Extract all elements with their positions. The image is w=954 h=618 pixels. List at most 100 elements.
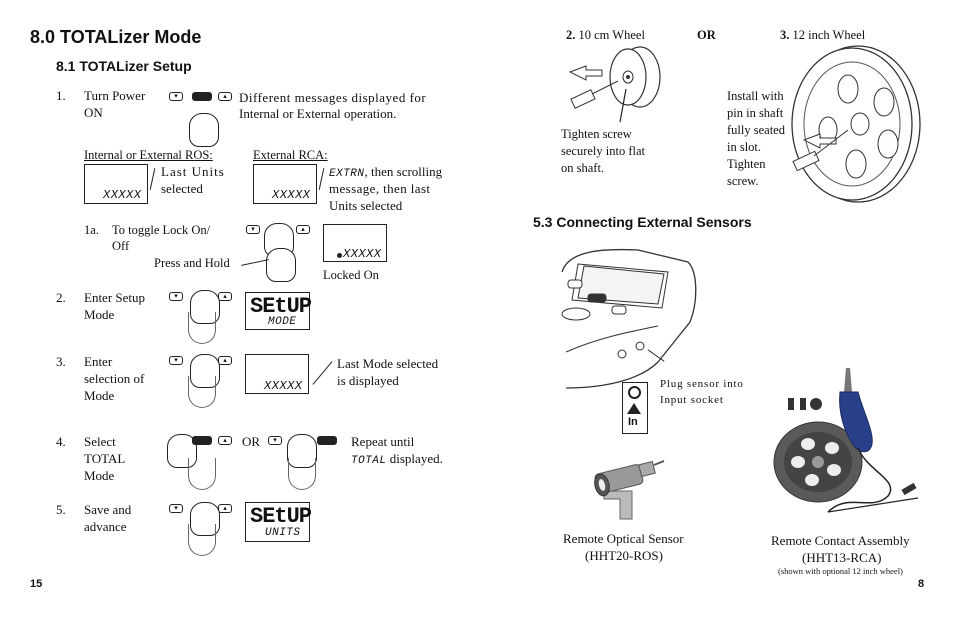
lock-press-text: Press and Hold (154, 256, 230, 270)
wheel-12-label: 12 inch Wheel (792, 28, 866, 42)
external-lcd-text: XXXXX (272, 188, 311, 202)
wheel-10cm-illustration (568, 46, 661, 123)
down-key-icon: ▾ (169, 92, 183, 101)
optical-sensor-image (594, 460, 665, 520)
in-label: In (628, 416, 638, 428)
locked-lcd: XXXXX (323, 224, 387, 262)
step-4-or: OR (242, 434, 261, 449)
step-1-number: 1. (56, 88, 66, 103)
up-key-icon: ▴ (218, 356, 232, 365)
external-desc-lcd: EXTRN (329, 168, 365, 180)
install-line: screw. (727, 174, 759, 188)
callout-line (149, 168, 156, 190)
locked-caption: Locked On (323, 268, 379, 282)
internal-desc-a: Last Units (161, 164, 225, 179)
step-4-text-b: TOTAL (84, 451, 126, 466)
mode-lcd-text: XXXXX (264, 379, 303, 393)
section-title: 8.0 TOTALizer Mode (30, 27, 202, 47)
step-5-text-b: advance (84, 519, 127, 534)
step-4-note-b-text: displayed. (386, 451, 443, 466)
contact-assembly-image (773, 368, 919, 513)
up-key-icon: ▴ (296, 225, 310, 234)
internal-desc-b: selected (161, 181, 203, 196)
step-4-text-c: Mode (84, 468, 115, 483)
step-3-text-c: Mode (84, 388, 115, 403)
wheel-10-caption: 2. 10 cm Wheel (566, 27, 645, 44)
down-key-icon: ▾ (246, 225, 260, 234)
install-line: pin in shaft (727, 106, 784, 120)
up-key-icon: ▴ (218, 92, 232, 101)
mode-lcd: XXXXX (245, 354, 309, 394)
external-desc-b: message, then last (329, 181, 431, 196)
step-5-text-a: Save and (84, 502, 132, 517)
setup-lcd-top: SEtUP (250, 294, 312, 319)
down-key-icon: ▾ (169, 356, 183, 365)
wheel-10-label: 10 cm Wheel (578, 28, 645, 42)
mode-key-icon (192, 92, 212, 101)
down-key-icon: ▾ (268, 436, 282, 445)
finger-press-icon (189, 113, 219, 147)
plug-text-a: Plug sensor into (660, 378, 744, 390)
page-number-left: 15 (30, 578, 43, 590)
external-desc-c: Units selected (329, 198, 403, 213)
install-instructions: Install with pin in shaft fully seated i… (727, 88, 787, 190)
install-line: Tighten (727, 157, 766, 171)
wheel-12inch-illustration (791, 45, 921, 203)
step-3-text-a: Enter (84, 354, 113, 369)
callout-line (241, 259, 269, 266)
mode-key-icon (192, 436, 212, 445)
step-5-number: 5. (56, 502, 66, 517)
step-2-text-a: Enter Setup (84, 290, 146, 305)
finger-outline-icon (188, 312, 216, 344)
tighten-text-c: on shaft. (561, 161, 605, 175)
step-4-number: 4. (56, 434, 66, 449)
setup-lcd-bottom: MODE (268, 316, 297, 328)
internal-lcd-text: XXXXX (103, 188, 142, 202)
finger-outline-icon (188, 376, 216, 408)
meter-illustration (561, 248, 697, 389)
lock-dot-icon (337, 253, 342, 258)
wheel-12-number: 3. (780, 28, 790, 42)
external-label: External RCA: (253, 148, 328, 162)
step-4-note-lcd: TOTAL (351, 455, 387, 467)
lock-number: 1a. (84, 223, 99, 237)
step-1-text-a: Turn Power (84, 88, 146, 103)
setup-lcd-bottom: UNITS (265, 527, 301, 539)
tighten-text-a: Tighten screw (561, 127, 632, 141)
external-desc-line-1: EXTRN, then scrolling (329, 163, 451, 183)
socket-ring-icon (628, 386, 641, 399)
step-4-text-a: Select (84, 434, 116, 449)
step-2-number: 2. (56, 290, 66, 305)
internal-label: Internal or External ROS: (84, 148, 213, 162)
wheel-or: OR (697, 28, 716, 42)
plug-text-b: Input socket (660, 394, 724, 406)
finger-outline-icon (288, 458, 316, 490)
subsection-title: 8.1 TOTALizer Setup (56, 58, 192, 74)
page-number-right: 8 (918, 578, 925, 590)
contact-assembly-note: (shown with optional 12 inch wheel) (778, 566, 903, 576)
external-desc-a: , then scrolling (364, 164, 443, 179)
lock-text-a: To toggle Lock On/ (112, 223, 211, 237)
connecting-sensors-title: 5.3 Connecting External Sensors (533, 214, 752, 230)
contact-assembly-caption-a: Remote Contact Assembly (771, 533, 910, 548)
finger-outline-icon (188, 524, 216, 556)
step-3-note-b: is displayed (337, 373, 399, 388)
step-3-number: 3. (56, 354, 66, 369)
wheel-10-number: 2. (566, 28, 576, 42)
lock-text-b: Off (112, 239, 130, 253)
wheel-12-caption: 3. 12 inch Wheel (780, 27, 865, 44)
finger-outline-icon (188, 458, 216, 490)
contact-assembly-caption-b: (HHT13-RCA) (802, 550, 882, 565)
optical-sensor-caption-b: (HHT20-ROS) (585, 548, 663, 563)
step-2-text-b: Mode (84, 307, 115, 322)
install-line: in slot. (727, 140, 762, 154)
mode-key-icon (317, 436, 337, 445)
internal-lcd: XXXXX (84, 164, 148, 204)
step-4-note-a: Repeat until (351, 434, 415, 449)
setup-mode-lcd: SEtUP MODE (245, 292, 312, 330)
down-key-icon: ▾ (169, 504, 183, 513)
setup-units-lcd: SEtUP UNITS (245, 502, 312, 542)
callout-line (312, 361, 333, 385)
install-line: Install with (727, 89, 784, 103)
callout-line (318, 168, 325, 190)
